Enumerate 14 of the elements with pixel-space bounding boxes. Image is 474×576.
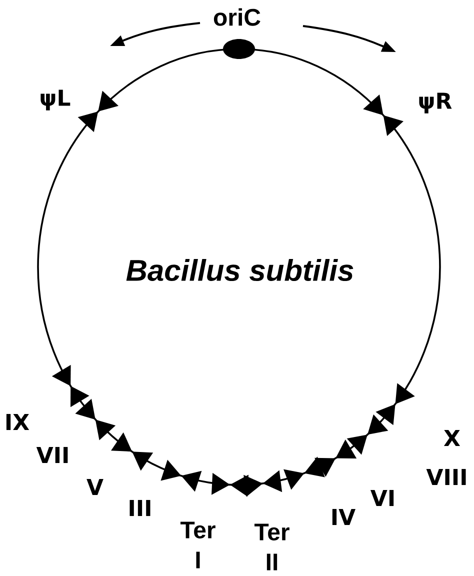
site-label: IV [332, 508, 356, 526]
site-label: VI [370, 490, 394, 506]
site-label: ψL [40, 90, 70, 110]
site-label: IX [6, 414, 30, 430]
site-label: X [444, 430, 460, 446]
origin-label: oriC [214, 8, 260, 26]
site-label: VII [36, 446, 68, 464]
species-label: Bacillus subtilis [126, 259, 354, 282]
site-label: V [86, 478, 104, 496]
site-label: ψR [419, 92, 452, 114]
site-label: Ter II [254, 524, 290, 570]
site-label: VIII [426, 468, 466, 486]
site-label: Ter I [180, 522, 216, 568]
site-label: III [130, 500, 150, 516]
